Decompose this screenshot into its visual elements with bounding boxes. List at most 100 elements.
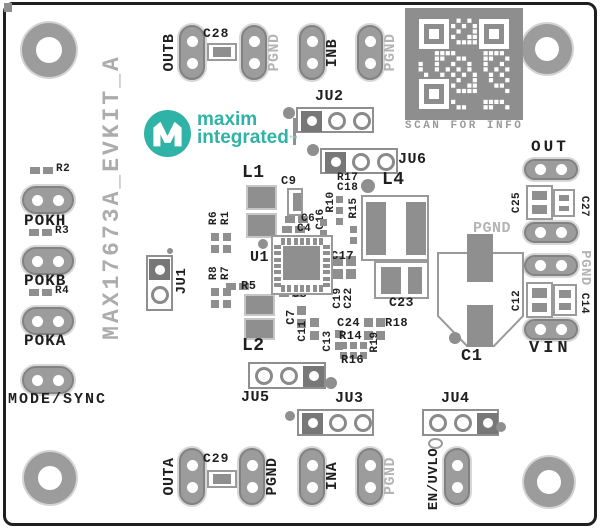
solder-pad [222,474,231,484]
mounting-hole [24,452,76,504]
testpoint-hole [556,227,568,238]
testpoint-pgnd [241,25,267,80]
testpoint-hole [32,374,44,386]
jumper-pin-hole [330,157,341,167]
jumper-ju4 [422,409,499,436]
solder-pad [213,47,222,57]
label-c6: C6 [301,213,316,225]
ic-pin [287,285,292,292]
solder-pad [226,283,236,290]
solder-pad [320,230,327,237]
label-ju4: JU4 [441,390,470,407]
board-outline [3,2,597,526]
ic-pin [274,263,281,268]
ic-pin [306,285,311,292]
ic-pin [323,276,330,281]
jumper-pin [279,367,298,385]
solder-pad [43,167,53,174]
mounting-hole [524,457,574,507]
ic-pin [274,270,281,275]
solder-pad [239,283,249,290]
jumper-via-dot [496,422,506,432]
ic-pin [274,257,281,262]
solder-pad [559,195,569,201]
solder-pad [211,245,219,253]
solder-pad [350,226,357,233]
label-r14: R14 [339,329,363,343]
solder-pad [336,207,343,214]
inductor-pad [246,213,277,238]
ic-pin [299,285,304,292]
label-ju3: JU3 [335,390,364,407]
bulk-capacitor-pad [467,305,493,347]
ic-pin [323,257,330,262]
label-r2: R2 [56,163,71,175]
open-via [428,438,443,449]
mounting-hole [522,24,572,74]
mounting-hole [22,23,76,77]
label-poka: POKA [24,332,67,350]
solder-pad [211,288,219,296]
qr-code [405,8,523,120]
inductor-pad [366,202,386,255]
testpoint-hole [52,194,64,206]
capacitor-c25 [526,185,553,220]
solder-pad [293,193,301,202]
mounting-hole-bore [36,37,62,63]
testpoint-hole [534,227,546,238]
solder-pad [559,290,571,298]
via-dot [449,332,461,344]
testpoint-hole [248,36,260,47]
solder-pad [223,233,231,241]
jumper-pin [351,153,370,171]
testpoint-hole [52,255,64,267]
testpoint-pgnd [524,222,578,243]
ic-pin [312,238,317,245]
ic-pin [281,238,285,245]
via-dot [258,239,268,249]
label-c22: C22 [343,287,355,309]
testpoint-hole [364,36,376,47]
jumper-ju6 [320,148,398,174]
jumper-pin [376,153,395,171]
testpoint-pokb [22,247,74,275]
inductor-pad [244,318,275,340]
solder-pad [532,191,547,200]
mounting-hole-bore [535,37,559,61]
testpoint-hole [246,482,258,494]
testpoint-pgnd [524,255,578,276]
jumper-pin [453,414,472,432]
testpoint-hole [364,459,376,471]
jumper-pin [428,414,447,432]
label-c24: C24 [337,316,361,330]
label-pgnd: PGND [382,457,399,496]
label-c13: C13 [322,330,334,352]
label-mode-sync: MODE/SYNC [8,391,108,408]
ic-pin [323,263,330,268]
solder-pad [376,331,385,340]
inductor-pad [246,185,277,210]
jumper-pin [327,112,346,130]
label-ju6: JU6 [398,151,427,168]
solder-pad [336,196,343,203]
label-r6: R6 [208,210,220,226]
solder-pad [297,319,306,328]
testpoint-hole [306,459,318,471]
testpoint-hole [556,260,568,271]
label-ju5: JU5 [241,389,270,406]
testpoint-hole [451,482,463,494]
label-c7: C7 [284,309,298,325]
testpoint-hole [52,374,64,386]
label-pgnd: PGND [577,250,593,286]
label-ju2: JU2 [315,88,344,105]
mounting-hole-bore [537,470,561,494]
ic-pin [318,238,323,245]
testpoint-hole [32,194,44,206]
solder-pad [223,288,231,296]
jumper-ju3 [297,409,374,436]
testpoint-en-uvlo [444,448,470,505]
jumper-pin-hole [482,418,493,428]
testpoint-pgnd [357,25,383,80]
jumper-pin-hole [308,371,319,381]
